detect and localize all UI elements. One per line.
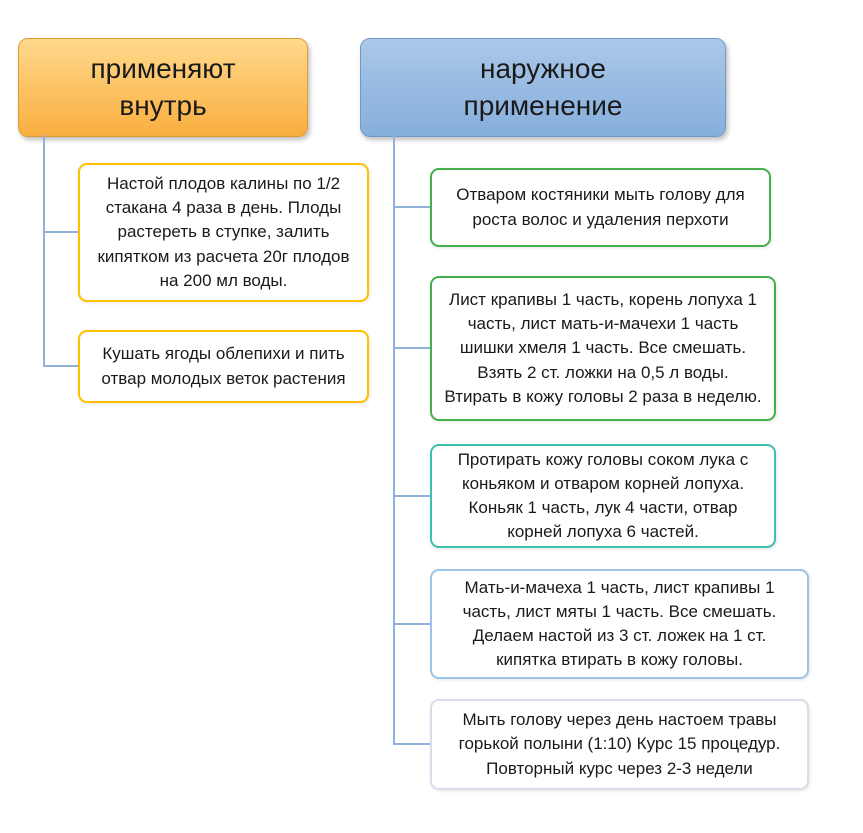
external-item-wormwood-infusion: Мыть голову через день настоем травы гор… bbox=[430, 699, 809, 790]
external-item-nettle-burdock-mix: Лист крапивы 1 часть, корень лопуха 1 ча… bbox=[430, 276, 776, 421]
external-item-coltsfoot-nettle-mint: Мать-и-мачеха 1 часть, лист крапивы 1 ча… bbox=[430, 569, 809, 679]
external-branch-line-3 bbox=[393, 495, 430, 497]
external-branch-line-1 bbox=[393, 206, 430, 208]
external-item-stone-bramble-decoction: Отваром костяники мыть голову для роста … bbox=[430, 168, 771, 247]
external-item-onion-cognac-rub: Протирать кожу головы соком лука с конья… bbox=[430, 444, 776, 548]
internal-item-sea-buckthorn: Кушать ягоды облепихи и пить отвар молод… bbox=[78, 330, 369, 403]
internal-branch-line-1 bbox=[43, 231, 78, 233]
external-branch-line-2 bbox=[393, 347, 430, 349]
external-branch-line-4 bbox=[393, 623, 430, 625]
internal-item-viburnum-infusion: Настой плодов калины по 1/2 стакана 4 ра… bbox=[78, 163, 369, 302]
internal-branch-line-2 bbox=[43, 365, 78, 367]
external-branch-line-5 bbox=[393, 743, 430, 745]
external-trunk-line bbox=[393, 135, 395, 745]
external-use-header: наружное применение bbox=[360, 38, 726, 137]
internal-use-header: применяют внутрь bbox=[18, 38, 308, 137]
internal-trunk-line bbox=[43, 135, 45, 367]
